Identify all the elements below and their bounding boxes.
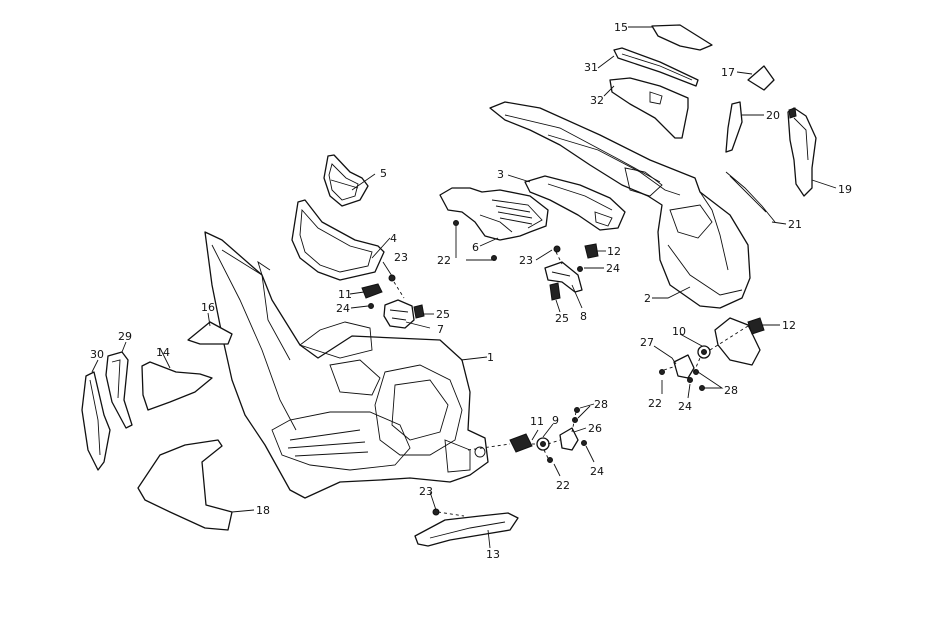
part-13-lower-bracket <box>414 512 519 547</box>
assembly-dash-lines <box>393 251 749 517</box>
part-25-clip-left <box>413 304 425 319</box>
part-15-top-trim <box>651 24 713 51</box>
callout-20: 20 <box>766 109 780 122</box>
part-12-grommet-center <box>584 243 599 259</box>
part-11-grommet-left <box>361 283 383 299</box>
callout-22-lower: 22 <box>556 479 570 492</box>
callout-15: 15 <box>614 21 628 34</box>
callout-11-lower: 11 <box>530 415 544 428</box>
part-26-bracket-lower <box>559 427 579 451</box>
callout-12-center: 12 <box>607 245 621 258</box>
part-24-screw-left <box>368 303 374 309</box>
callout-6: 6 <box>472 241 479 254</box>
callout-7: 7 <box>437 323 444 336</box>
callout-21: 21 <box>788 218 802 231</box>
part-23-screw-center <box>553 245 561 253</box>
part-24-screw-center <box>577 266 583 272</box>
part-22-screw-right <box>659 369 665 375</box>
callout-22-right: 22 <box>648 397 662 410</box>
callout-labels: 1 2 3 4 5 6 7 8 9 10 11 11 12 12 13 14 1… <box>90 21 852 561</box>
callout-24-left: 24 <box>336 302 350 315</box>
part-3-duct-panel <box>524 175 626 231</box>
part-22-screw-top <box>453 220 459 226</box>
part-30-strip <box>81 371 111 471</box>
callout-23-bottom: 23 <box>419 485 433 498</box>
callout-16: 16 <box>201 301 215 314</box>
callout-26: 26 <box>588 422 602 435</box>
part-22-screw-top-b <box>491 255 497 261</box>
part-29-strip <box>105 351 133 429</box>
part-7-bracket <box>383 299 415 329</box>
part-9-washer-center <box>540 441 546 447</box>
callout-9: 9 <box>552 414 559 427</box>
part-16-small-panel <box>187 321 233 345</box>
callout-32: 32 <box>590 94 604 107</box>
callout-3: 3 <box>497 168 504 181</box>
part-11-grommet-lower <box>509 433 533 453</box>
part-4-mesh-frame <box>291 199 385 281</box>
part-23-screw-left <box>388 274 396 282</box>
part-12-grommet-right <box>747 317 765 335</box>
callout-31: 31 <box>584 61 598 74</box>
callout-5: 5 <box>380 167 387 180</box>
callout-23-center: 23 <box>519 254 533 267</box>
callout-24-center: 24 <box>606 262 620 275</box>
callout-28-lower: 28 <box>594 398 608 411</box>
part-28-screw-lower-b <box>572 417 578 423</box>
callout-24-right: 24 <box>678 400 692 413</box>
part-2-side-shell <box>489 101 761 366</box>
part-17-small-trim <box>747 65 775 91</box>
part-22-screw-lower <box>547 457 553 463</box>
part-18-lower-panel <box>137 439 233 531</box>
callout-28-right: 28 <box>724 384 738 397</box>
callout-14: 14 <box>156 346 170 359</box>
part-19-side-trim <box>787 107 817 197</box>
part-28-screw-lower-a <box>574 407 580 413</box>
callout-29: 29 <box>118 330 132 343</box>
callout-12-right: 12 <box>782 319 796 332</box>
callout-25-left: 25 <box>436 308 450 321</box>
part-24-screw-right <box>687 377 693 383</box>
part-8-center-bracket <box>544 261 583 293</box>
callout-24-lower: 24 <box>590 465 604 478</box>
part-25-clip-center <box>549 282 561 301</box>
part-24-screw-lower <box>581 440 587 446</box>
part-27-bracket-right <box>673 354 695 379</box>
part-28-screw-right-b <box>699 385 705 391</box>
callout-27: 27 <box>640 336 654 349</box>
callout-2: 2 <box>644 292 651 305</box>
part-5-small-mesh-frame <box>323 154 369 207</box>
callout-30: 30 <box>90 348 104 361</box>
part-10-washer-center <box>701 349 707 355</box>
part-21-trim-strip <box>725 171 776 223</box>
leader-lines <box>91 26 837 549</box>
callout-25-center: 25 <box>555 312 569 325</box>
callout-18: 18 <box>256 504 270 517</box>
callout-19: 19 <box>838 183 852 196</box>
callout-1: 1 <box>487 351 494 364</box>
part-14-side-panel <box>141 361 213 411</box>
callout-11-left: 11 <box>338 288 352 301</box>
part-32-trim-panel <box>609 77 689 139</box>
callout-10: 10 <box>672 325 686 338</box>
callout-4: 4 <box>390 232 397 245</box>
callout-22-top: 22 <box>437 254 451 267</box>
part-31-trim-strip <box>613 47 699 87</box>
part-1-front-body <box>204 231 489 499</box>
part-6-grille-bracket <box>439 187 549 241</box>
callout-13: 13 <box>486 548 500 561</box>
callout-17: 17 <box>721 66 735 79</box>
callout-8: 8 <box>580 310 587 323</box>
part-20-trim-piece <box>725 101 743 153</box>
callout-23-left: 23 <box>394 251 408 264</box>
